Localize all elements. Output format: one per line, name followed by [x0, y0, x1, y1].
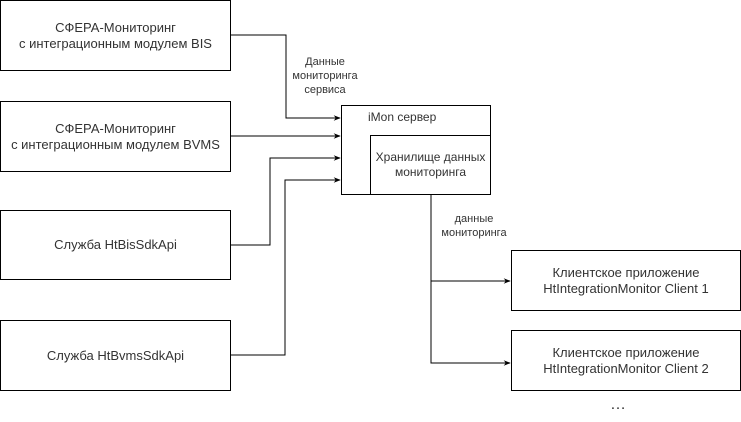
client-app-1[interactable]: Клиентское приложение HtIntegrationMonit…	[511, 250, 741, 311]
source-htbis-service[interactable]: Служба HtBisSdkApi	[0, 210, 231, 280]
edge-label-monitoring-data: данные мониторинга	[441, 213, 507, 239]
source-htbis-service-label: Служба HtBisSdkApi	[54, 237, 177, 252]
more-clients-ellipsis: …	[610, 396, 627, 413]
source-sfera-bvms[interactable]: СФЕРА-Мониторинг с интеграционным модуле…	[0, 101, 231, 172]
edge-sfera-bis-to-server	[230, 34, 341, 121]
monitoring-storage[interactable]: Хранилище данных мониторинга	[370, 135, 491, 195]
source-sfera-bvms-label: СФЕРА-Мониторинг с интеграционным модуле…	[11, 120, 220, 152]
edge-htbis-to-server	[230, 155, 341, 246]
edge-label-service-data: Данные мониторинга сервиса	[287, 55, 363, 97]
client-app-2[interactable]: Клиентское приложение HtIntegrationMonit…	[511, 330, 741, 391]
edge-htbvms-to-server	[230, 177, 341, 356]
monitoring-storage-label: Хранилище данных мониторинга	[375, 150, 486, 179]
source-htbvms-service-label: Служба HtBvmsSdkApi	[46, 347, 185, 363]
client-app-1-label: Клиентское приложение HtIntegrationMonit…	[543, 264, 709, 296]
source-sfera-bis[interactable]: СФЕРА-Мониторинг с интеграционным модуле…	[0, 0, 231, 71]
client-app-2-label: Клиентское приложение HtIntegrationMonit…	[543, 344, 709, 376]
source-sfera-bis-label: СФЕРА-Мониторинг с интеграционным модуле…	[19, 19, 212, 51]
source-htbvms-service[interactable]: Служба HtBvmsSdkApi	[0, 320, 231, 391]
edge-server-to-client-2	[430, 281, 511, 366]
imon-server-title: iMon сервер	[368, 110, 437, 124]
